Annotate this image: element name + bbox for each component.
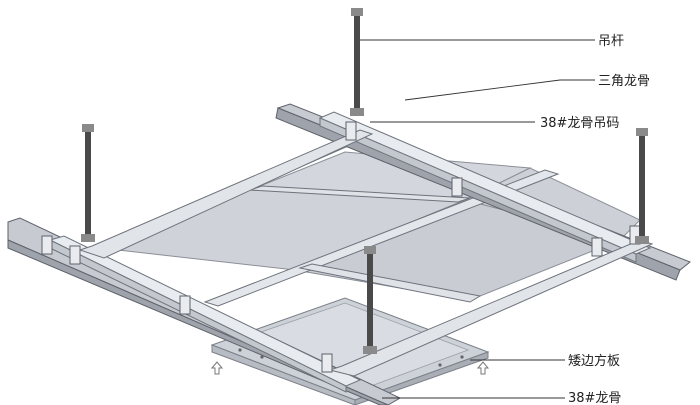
label-keel-38: 38#龙骨: [568, 391, 621, 405]
triangle-keel-left: [78, 129, 374, 259]
label-triangle-keel: 三角龙骨: [598, 74, 650, 89]
cross-rail: [249, 185, 471, 203]
hanger-rod-icon: [350, 8, 364, 116]
hanger-rod-icon: [81, 124, 95, 242]
labels: 吊杆 三角龙骨 38#龙骨吊码 矮边方板 38#龙骨: [540, 34, 650, 405]
square-panel: [210, 297, 490, 405]
leader-lines: [360, 39, 595, 399]
hanger-rod-icon: [363, 246, 377, 354]
cross-rail: [203, 169, 560, 307]
hanger-rod-icon: [635, 128, 649, 244]
triangle-keels: [48, 111, 654, 393]
ceiling-panels: [99, 151, 641, 301]
keel-clip-icon: [41, 121, 641, 373]
label-panel: 矮边方板: [568, 353, 620, 369]
cross-rail: [298, 263, 482, 303]
label-keel-clip: 38#龙骨吊码: [540, 116, 619, 131]
arrow-up-icon: [476, 361, 490, 375]
label-hanger-rod: 吊杆: [598, 34, 624, 49]
arrow-up-icon: [210, 361, 224, 375]
